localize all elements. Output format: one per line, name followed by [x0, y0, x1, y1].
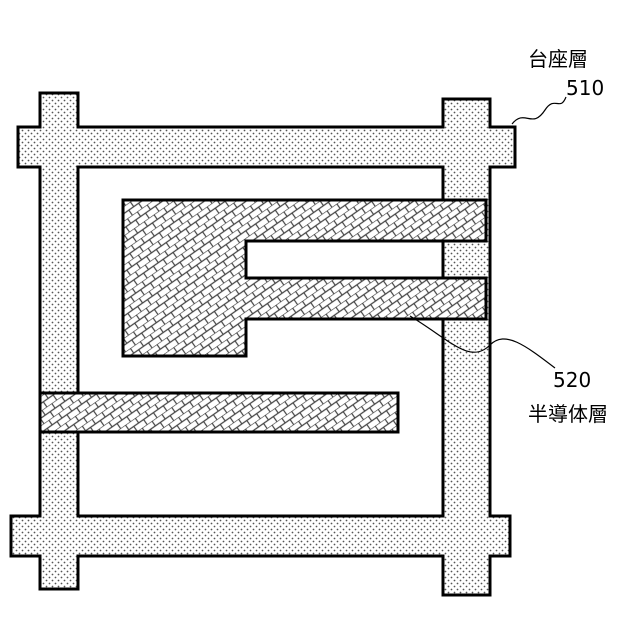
- pedestal-layer-label: 台座層: [528, 43, 588, 72]
- semiconductor-upper-region: [123, 200, 486, 356]
- leader-line-510: [512, 97, 566, 124]
- semiconductor-layer-number: 520: [553, 368, 591, 392]
- semiconductor-lower-strip: [40, 393, 398, 432]
- pedestal-layer-frame: [11, 93, 515, 595]
- pedestal-layer-number: 510: [566, 76, 604, 100]
- semiconductor-layer-label: 半導体層: [528, 398, 608, 427]
